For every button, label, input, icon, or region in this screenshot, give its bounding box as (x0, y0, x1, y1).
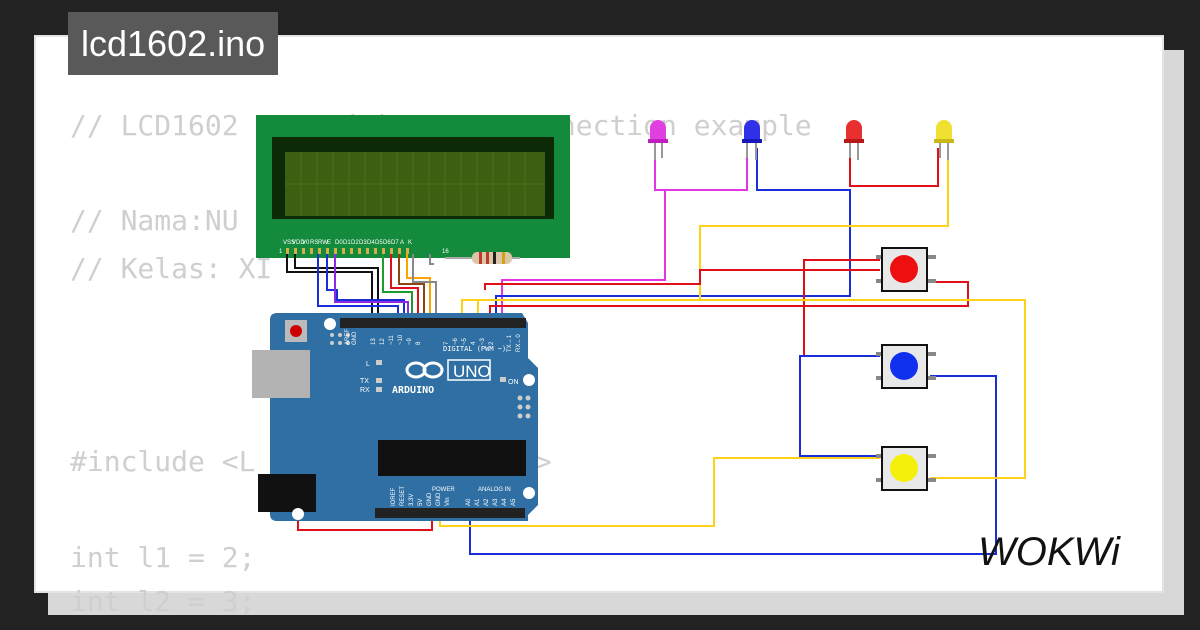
lcd-pin-label: D6 (383, 240, 391, 246)
pin-label: 7 (444, 341, 450, 345)
led-yellow[interactable] (934, 120, 954, 160)
pin-label: AREF (345, 329, 351, 345)
code-line: int l1 = 2; (70, 541, 256, 574)
power-pin-labels: IOREF RESET 3.3V 5V GND GND Vin (391, 486, 451, 506)
pin-label: 13 (371, 338, 377, 345)
lcd-pin-label: D3 (359, 240, 367, 246)
resistor[interactable] (445, 252, 520, 264)
code-line: #include <L (70, 445, 256, 478)
lcd-pin-first-label: 1 (279, 249, 283, 255)
uno-label: UNO (453, 362, 491, 381)
wokwi-logo: WOKWi (978, 530, 1121, 574)
code-line: int l2 = 3; (70, 585, 256, 618)
l-label: L (366, 361, 370, 368)
lcd-pin-label: D0 (335, 240, 343, 246)
lcd-pin-labels: VSS VDD V0 RS RW E D0 D1 D2 D3 D4 D5 D6 … (283, 240, 412, 246)
tx-label: TX (360, 378, 369, 385)
pin-label: GND (436, 492, 442, 506)
tx-led (376, 378, 382, 383)
lcd-pin-label: V0 (302, 240, 310, 246)
pin-label: RESET (400, 486, 406, 506)
arduino-logo (405, 361, 444, 379)
lcd-pin-label: D1 (343, 240, 351, 246)
lcd-pin-label: RS (310, 240, 318, 246)
pin-label: A3 (493, 498, 499, 506)
led-red[interactable] (844, 120, 864, 160)
lcd-pin-last-label: 16 (442, 249, 449, 255)
led-blue[interactable] (742, 120, 762, 160)
lcd-pin-label: K (408, 240, 412, 246)
lcd-pin-label: D5 (375, 240, 383, 246)
lcd-pin-label: D4 (367, 240, 375, 246)
uno-box (447, 359, 491, 381)
usb-port (252, 350, 310, 398)
pin-label: ~11 (389, 335, 395, 345)
mounting-holes (292, 318, 535, 520)
analog-pin-labels: A0 A1 A2 A3 A4 A5 (466, 498, 517, 506)
lcd-pin-label: D2 (351, 240, 359, 246)
pin-label: 4 (471, 341, 477, 345)
pin-label: ~3 (480, 337, 486, 345)
power-label: POWER (432, 487, 455, 493)
lcd-pin-label: A (400, 240, 404, 246)
pin-label: 2 (489, 341, 495, 345)
lcd-character-grid (285, 152, 545, 216)
pin-label: A5 (511, 498, 517, 506)
lcd-pin-label: VSS (283, 240, 295, 246)
button-red[interactable] (876, 247, 936, 292)
analog-label: ANALOG IN (478, 487, 511, 493)
l-led (376, 360, 382, 365)
pin-label: ~6 (453, 337, 459, 345)
pin-label: Vin (445, 497, 451, 506)
lcd-pin-header (286, 248, 409, 254)
button-yellow[interactable] (876, 446, 936, 491)
on-led (500, 377, 506, 382)
lcd-pin-label: E (327, 240, 331, 246)
on-label: ON (508, 379, 519, 386)
atmega-chip (378, 440, 526, 476)
pin-label: RX←0 (516, 334, 522, 352)
lcd-pin-label: RW (318, 240, 328, 246)
digital-label: DIGITAL (PWM ~) (443, 345, 506, 353)
lcd-module[interactable]: 1 16 VSS VDD V0 RS RW E D0 D1 D2 D3 D4 D… (256, 115, 570, 258)
lcd-pin-label: VDD (292, 240, 305, 246)
pin-label: 12 (380, 338, 386, 345)
pin-label: 3.3V (409, 494, 415, 506)
arduino-brand: ARDUINO (392, 385, 434, 396)
digital-pin-labels: AREF GND 13 12 ~11 ~10 ~9 8 7 ~6 ~5 4 ~3… (345, 329, 522, 352)
pin-label: ~9 (407, 337, 413, 345)
pin-label: 5V (418, 499, 424, 506)
code-line: // Kelas: XI (70, 252, 273, 285)
pin-label: A1 (475, 498, 481, 506)
reset-button-cap[interactable] (290, 325, 302, 337)
button-blue[interactable] (876, 344, 936, 389)
wires (286, 148, 1026, 555)
icsp-header (330, 333, 531, 419)
file-name-tab[interactable]: lcd1602.ino (68, 12, 279, 75)
pin-label: A0 (466, 498, 472, 506)
pin-label: TX→1 (507, 334, 513, 352)
pin-label: A4 (502, 498, 508, 506)
power-jack (258, 474, 316, 512)
code-line: // Nama:NU (70, 204, 239, 237)
pin-label: ~5 (462, 337, 468, 345)
pin-label: GND (427, 492, 433, 506)
arduino-uno[interactable]: AREF GND 13 12 ~11 ~10 ~9 8 7 ~6 ~5 4 ~3… (252, 313, 538, 521)
pin-label: 8 (416, 341, 422, 345)
rx-label: RX (360, 387, 370, 394)
pin-label: ~10 (398, 334, 404, 345)
rx-led (376, 387, 382, 392)
pin-label: A2 (484, 498, 490, 506)
digital-header (340, 318, 526, 328)
power-analog-header (375, 508, 525, 518)
led-magenta[interactable] (648, 120, 668, 160)
pin-label: IOREF (391, 487, 397, 506)
lcd-pin-label: D7 (391, 240, 399, 246)
pin-label: GND (352, 331, 358, 345)
